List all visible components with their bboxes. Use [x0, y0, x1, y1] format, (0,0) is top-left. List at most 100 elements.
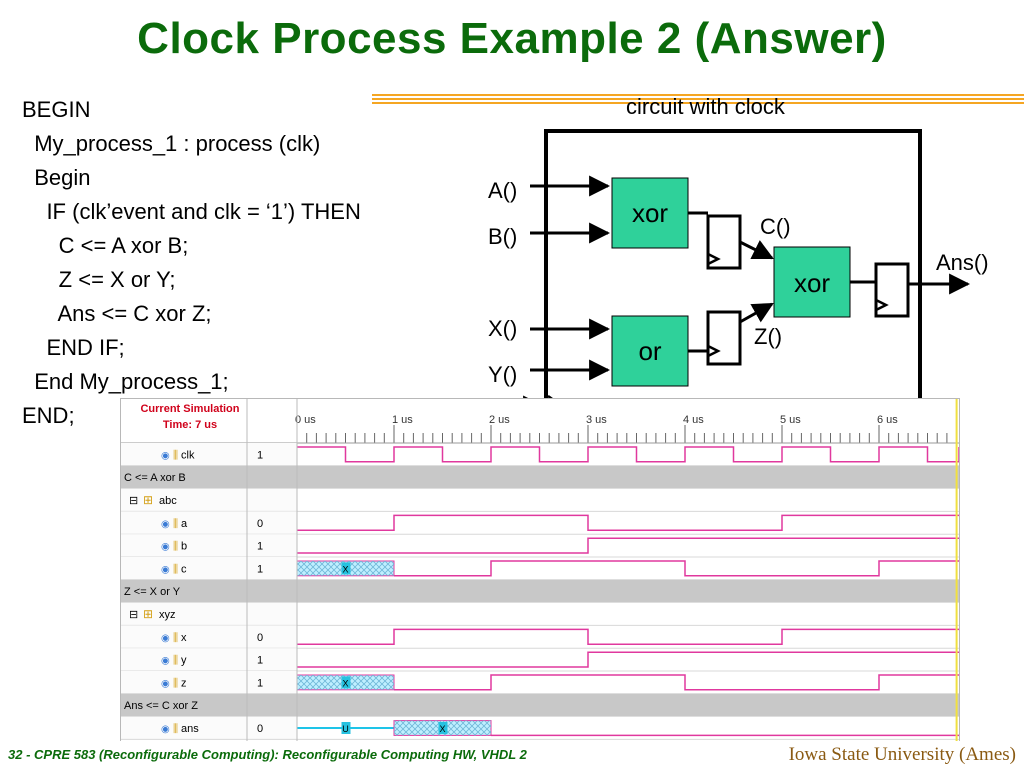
unknown-label: X [342, 678, 348, 688]
slide-footer: 32 - CPRE 583 (Reconfigurable Computing)… [0, 741, 1024, 768]
slide-title: Clock Process Example 2 (Answer) [137, 14, 887, 63]
code-line: Ans <= C xor Z; [22, 301, 212, 326]
signal-value: 0 [257, 518, 263, 530]
signal-waveform [297, 514, 959, 531]
bus-icon: ⊞ [143, 607, 153, 621]
signal-name: b [181, 541, 187, 553]
ans-u-label: U [342, 724, 349, 734]
signal-type-icon: ⫼ [173, 677, 178, 689]
code-line: End My_process_1; [22, 369, 229, 394]
time-tick-label: 0 us [295, 414, 316, 426]
signal-icon: ◉ [161, 542, 170, 553]
signal-waveform [394, 560, 959, 577]
signal-type-icon: ⫼ [173, 655, 178, 667]
code-line: Z <= X or Y; [22, 267, 176, 292]
code-line: IF (clk’event and clk = ‘1’) THEN [22, 199, 361, 224]
sim-header-title: Current Simulation [140, 403, 239, 415]
input-label-a: A() [488, 178, 517, 203]
signal-name: c [181, 563, 187, 575]
signal-name: x [181, 632, 187, 644]
time-tick-label: 3 us [586, 414, 607, 426]
collapse-icon: ⊟ [129, 495, 138, 507]
group-row-label: Ans <= C xor Z [124, 700, 198, 712]
signal-icon: ◉ [161, 678, 170, 689]
code-line: Begin [22, 165, 91, 190]
code-line: My_process_1 : process (clk) [22, 131, 321, 156]
input-label-x: X() [488, 316, 517, 341]
signal-icon: ◉ [161, 450, 170, 461]
flip-flop-ans [874, 262, 910, 318]
signal-row-bg [121, 511, 297, 535]
code-line: END; [22, 403, 75, 428]
signal-row-bg [121, 534, 297, 557]
circuit-caption: circuit with clock [626, 94, 786, 119]
signal-icon: ◉ [161, 564, 170, 575]
input-label-b: B() [488, 224, 517, 249]
signal-row-bg [121, 648, 297, 671]
signal-name: clk [181, 449, 195, 461]
input-label-y: Y() [488, 362, 517, 387]
bus-name: abc [159, 495, 177, 507]
signal-waveform [297, 628, 959, 645]
signal-waveform [297, 651, 959, 668]
signal-value: 1 [257, 563, 263, 575]
or-gate-label: or [638, 336, 661, 366]
signal-value: 1 [257, 541, 263, 553]
time-tick-label: 5 us [780, 414, 801, 426]
signal-value: 0 [257, 632, 263, 644]
signal-icon: ◉ [161, 656, 170, 667]
signal-type-icon: ⫼ [173, 449, 178, 461]
time-tick-label: 4 us [683, 414, 704, 426]
signal-type-icon: ⫼ [173, 723, 178, 735]
footer-course-text: 32 - CPRE 583 (Reconfigurable Computing)… [8, 747, 527, 762]
signal-icon: ◉ [161, 724, 170, 735]
signal-waveform [394, 674, 959, 691]
group-row [121, 465, 959, 489]
signal-name: a [181, 518, 188, 530]
signal-row-bg [121, 716, 297, 740]
signal-name: y [181, 655, 187, 667]
signal-row-bg [121, 625, 297, 649]
signal-row-bg [121, 602, 297, 626]
code-line: C <= A xor B; [22, 233, 189, 258]
clk-waveform [297, 446, 959, 463]
unknown-marker [341, 676, 351, 689]
code-line: BEGIN [22, 97, 91, 122]
signal-icon: ◉ [161, 633, 170, 644]
signal-name: z [181, 677, 187, 689]
xor-gate-1-label: xor [632, 198, 668, 228]
sim-header [121, 399, 297, 443]
flip-flop-c [706, 214, 742, 270]
signal-value: 1 [257, 655, 263, 667]
signal-row-bg [121, 671, 297, 694]
signal-type-icon: ⫼ [173, 541, 178, 553]
signal-waveform [297, 537, 959, 554]
group-row [121, 579, 959, 603]
or-gate [611, 315, 689, 387]
header-divider [372, 92, 1024, 105]
flip-flop-z [706, 310, 742, 366]
signal-value: 1 [257, 677, 263, 689]
signal-icon: ◉ [161, 519, 170, 530]
signal-value: 0 [257, 723, 263, 735]
bus-icon: ⊞ [143, 493, 153, 507]
signal-value: 1 [257, 449, 263, 461]
signal-type-icon: ⫼ [173, 563, 178, 575]
group-row-label: C <= A xor B [124, 472, 186, 484]
output-label-ans: Ans() [936, 250, 989, 275]
collapse-icon: ⊟ [129, 609, 138, 621]
sim-header-time: Time: 7 us [163, 419, 217, 431]
ans-x-marker [438, 722, 448, 734]
signal-row-bg [121, 443, 297, 466]
xor-gate-2-label: xor [794, 268, 830, 298]
signal-row-bg [121, 488, 297, 512]
unknown-marker [341, 562, 351, 575]
signal-type-icon: ⫼ [173, 632, 178, 644]
signal-type-icon: ⫼ [173, 518, 178, 530]
bus-name: xyz [159, 609, 176, 621]
footer-university: Iowa State University (Ames) [788, 744, 1016, 765]
unknown-label: X [342, 564, 348, 574]
time-tick-label: 1 us [392, 414, 413, 426]
